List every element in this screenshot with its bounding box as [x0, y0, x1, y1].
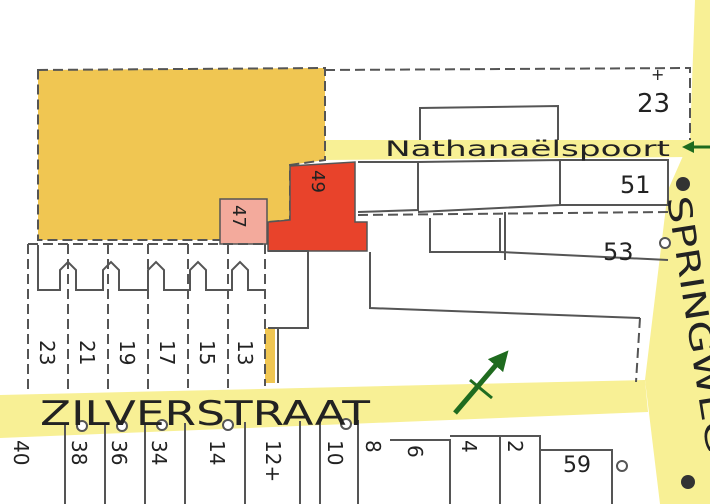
nathanaelspoort-road: [325, 140, 690, 160]
parcel-orange-strip: [265, 328, 275, 383]
house-number-bottom: 34: [147, 440, 171, 465]
cross-icon: [469, 378, 493, 400]
house-numbers-top: 23 21 19 17 15 13: [35, 340, 257, 365]
street-nathanaelspoort: Nathanaëlspoort: [385, 137, 670, 161]
cross-icon: +: [651, 65, 664, 84]
solid-markers: [676, 177, 695, 489]
house-number-bottom: 36: [107, 440, 131, 465]
house-number-bottom: 4: [457, 440, 481, 453]
house-number-bottom: 40: [9, 440, 33, 465]
parcel-label-23-top: 23: [637, 89, 670, 119]
street-zilverstraat: ZILVERSTRAAT: [40, 394, 370, 434]
parcel-label-49: 49: [307, 170, 328, 193]
springweg-road: [645, 0, 710, 504]
parcel-label-47: 47: [228, 205, 249, 228]
house-number-top: 23: [35, 340, 59, 365]
parcel-orange: [37, 66, 326, 241]
parcel-49: [267, 161, 368, 252]
house-number-bottom: 38: [67, 440, 91, 465]
house-number-top: 13: [233, 340, 257, 365]
house-number-top: 21: [75, 340, 99, 365]
house-numbers-bottom: 40 38 36 34 14 12+ 10 8 6 4 2 59: [9, 440, 591, 482]
parcel-47: [219, 198, 268, 245]
house-number-top: 19: [115, 340, 139, 365]
house-number-bottom: 14: [205, 440, 229, 465]
parcel-label-53: 53: [603, 238, 634, 266]
house-number-bottom: 12+: [261, 440, 285, 482]
parcel-outlines: [27, 66, 691, 504]
house-number-top: 17: [155, 340, 179, 365]
house-number-bottom: 10: [323, 440, 347, 465]
house-number-bottom: 2: [503, 440, 527, 453]
house-number-bottom: 59: [563, 453, 591, 478]
parcel-label-51: 51: [620, 171, 651, 199]
house-number-bottom: 6: [403, 445, 427, 458]
house-number-top: 15: [195, 340, 219, 365]
house-number-bottom: 8: [361, 440, 385, 453]
boundary-markers: [76, 237, 671, 472]
